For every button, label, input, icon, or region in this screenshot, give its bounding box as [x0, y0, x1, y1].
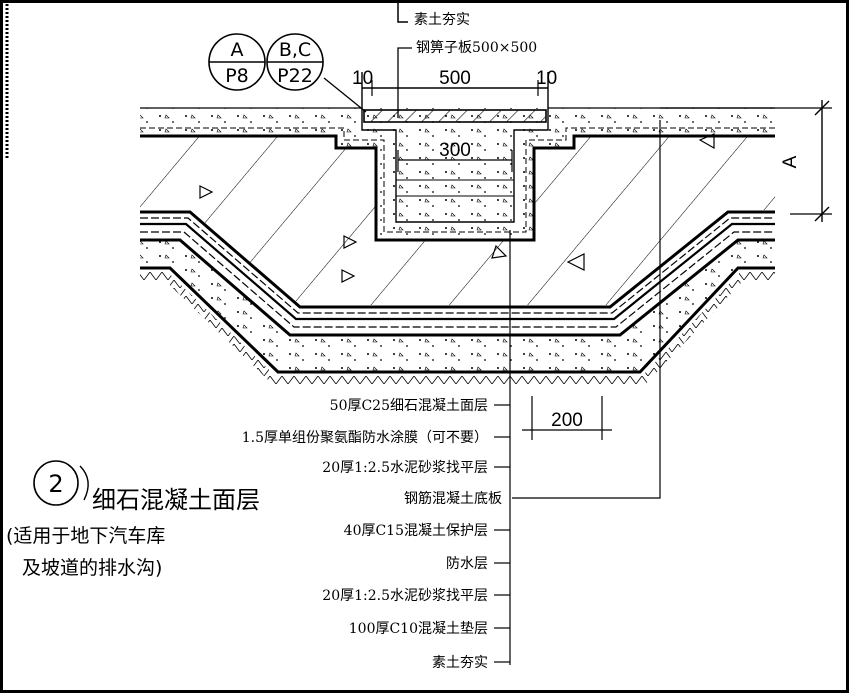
dim-a	[660, 100, 832, 222]
dim-left-10: 10	[352, 68, 373, 89]
svg-text:B,C: B,C	[279, 39, 311, 61]
detail-number-bubble: 2	[33, 460, 79, 506]
dim-right-10: 10	[536, 68, 557, 89]
grate-dimension	[361, 72, 549, 120]
svg-text:2: 2	[48, 470, 63, 498]
trench-outline	[140, 134, 775, 242]
layer-label-1: 50厚C25细石混凝土面层	[330, 398, 488, 414]
compacted-soil	[140, 272, 775, 384]
trench-inner-line	[140, 127, 775, 233]
layer-label-9: 素土夯实	[432, 655, 488, 671]
layer-label-5: 40厚C15混凝土保护层	[344, 523, 488, 539]
rc-slab	[140, 136, 775, 305]
layer-leader-ticks	[494, 404, 510, 663]
waterproof-membrane	[140, 217, 775, 314]
dim-500: 500	[439, 68, 471, 89]
layer-label-2: 1.5厚单组份聚氨酯防水涂膜（可不要）	[242, 430, 488, 446]
lean-concrete-top	[140, 238, 775, 337]
svg-text:A: A	[231, 39, 244, 61]
trench-liner	[361, 120, 549, 223]
screed-layer-line	[140, 222, 775, 321]
detail-note-line1: (适用于地下汽车库	[6, 525, 165, 547]
layer-label-7: 20厚1:2.5水泥砂浆找平层	[322, 588, 488, 604]
grate-label-leader	[397, 47, 412, 118]
layer-label-3: 20厚1:2.5水泥砂浆找平层	[322, 460, 488, 476]
top-note-label: 素土夯实	[414, 12, 470, 28]
detail-note-line2: 及坡道的排水沟)	[22, 557, 162, 579]
dim-200-label: 200	[551, 410, 583, 431]
dim-a-label: A	[780, 155, 801, 168]
layer-label-6: 防水层	[446, 556, 488, 572]
svg-text:P8: P8	[225, 65, 249, 87]
layer-label-8: 100厚C10混凝土垫层	[349, 621, 488, 637]
svg-text:P22: P22	[277, 65, 313, 87]
steel-grate	[363, 109, 547, 123]
surface-layer	[140, 108, 775, 240]
reference-bubble-bc: B,C P22	[266, 33, 324, 91]
aggregate-marks	[199, 133, 715, 283]
lean-concrete-layer	[140, 240, 775, 372]
protection-layer-line	[140, 231, 775, 328]
detail-title: 细石混凝土面层	[92, 486, 260, 514]
grate-label: 钢箅子板500×500	[416, 40, 537, 56]
reference-bubble-a: A P8	[208, 33, 266, 91]
lean-concrete-bottom	[140, 266, 775, 374]
reference-leader	[323, 77, 367, 113]
detail-bubble-bracket	[79, 465, 89, 501]
dim-200	[522, 396, 612, 440]
layer-label-4: 钢筋混凝土底板	[404, 490, 502, 507]
leader-rc-slab	[512, 120, 661, 499]
waterproof-layer-bands	[140, 210, 775, 309]
top-note-leader	[397, 0, 408, 23]
dim-300: 300	[439, 140, 471, 161]
